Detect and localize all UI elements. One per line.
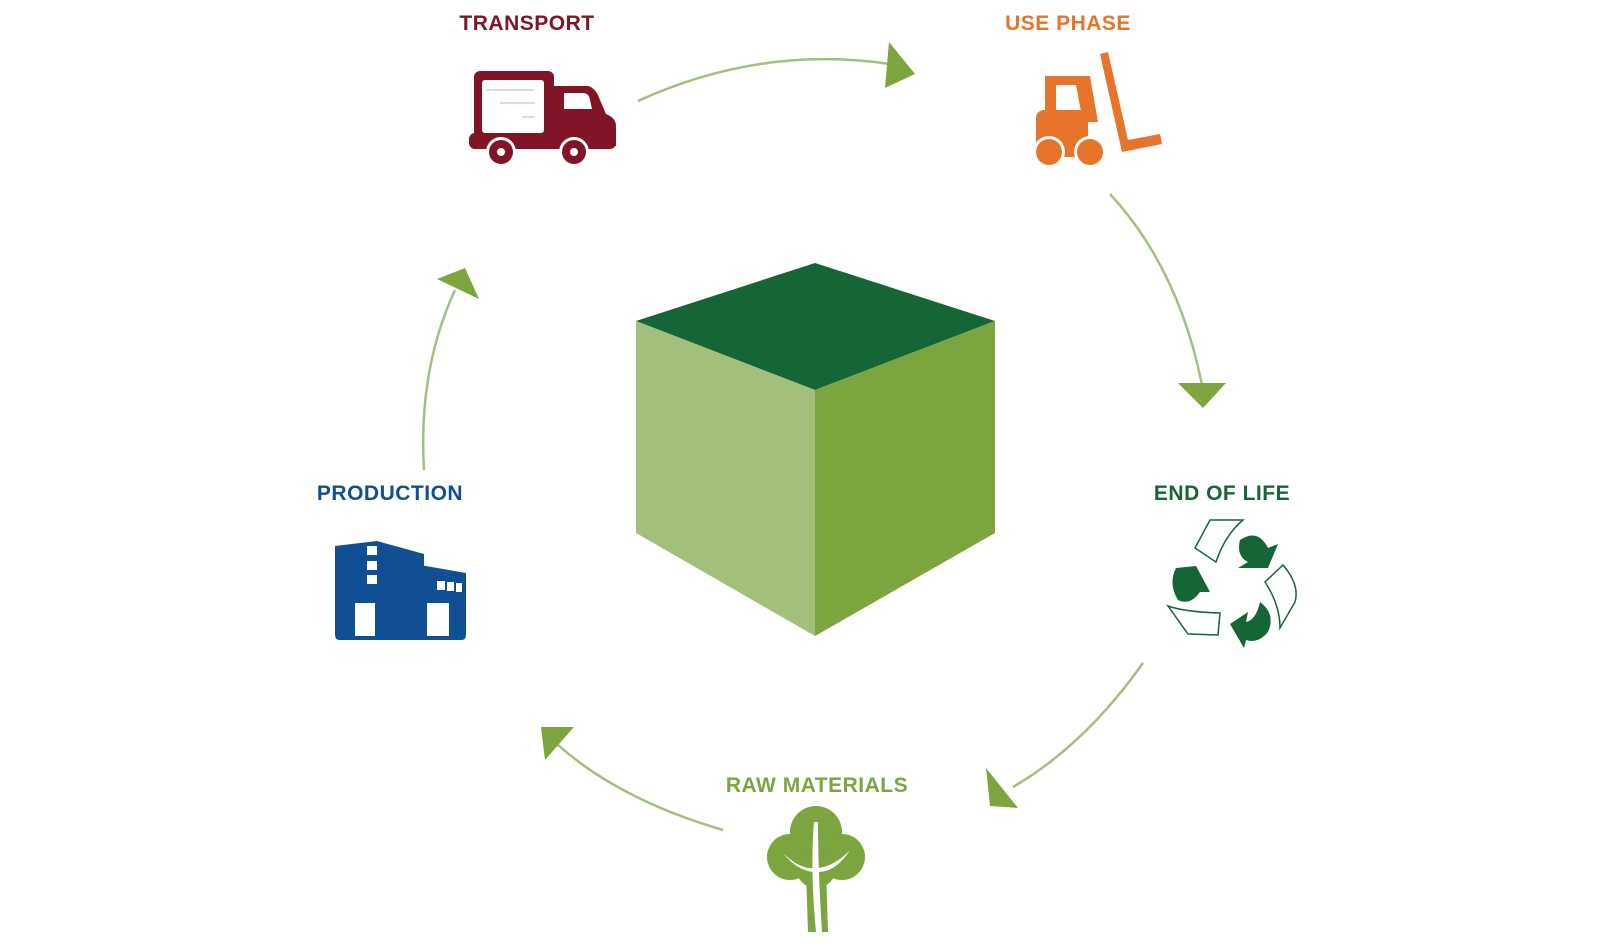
cube-left — [636, 321, 815, 636]
arrow-raw-to-production — [557, 744, 724, 832]
recycle-icon — [1166, 519, 1297, 648]
truck-icon — [469, 71, 616, 167]
tree-icon — [767, 806, 865, 932]
product-cube — [636, 263, 995, 636]
stage-label-production: PRODUCTION — [316, 482, 464, 505]
arrowhead-use — [885, 42, 915, 88]
factory-icon — [335, 541, 466, 640]
arrowhead-transport — [437, 268, 479, 299]
arrow-use-to-end — [1109, 193, 1205, 391]
arrowhead-raw — [986, 768, 1018, 808]
stage-label-raw-materials: RAW MATERIALS — [725, 774, 909, 797]
arrowhead-end — [1178, 383, 1226, 408]
stage-label-use-phase: USE PHASE — [1005, 12, 1131, 35]
arrow-production-to-transport — [421, 289, 457, 471]
arrow-transport-to-use — [637, 57, 891, 103]
stage-label-end-of-life: END OF LIFE — [1153, 482, 1291, 505]
arrow-end-to-raw — [1012, 662, 1145, 789]
stage-label-transport: TRANSPORT — [459, 12, 595, 35]
forklift-icon — [1033, 52, 1162, 168]
arrowhead-production — [541, 727, 574, 760]
cube-top — [636, 263, 995, 390]
cube-right — [815, 321, 995, 636]
